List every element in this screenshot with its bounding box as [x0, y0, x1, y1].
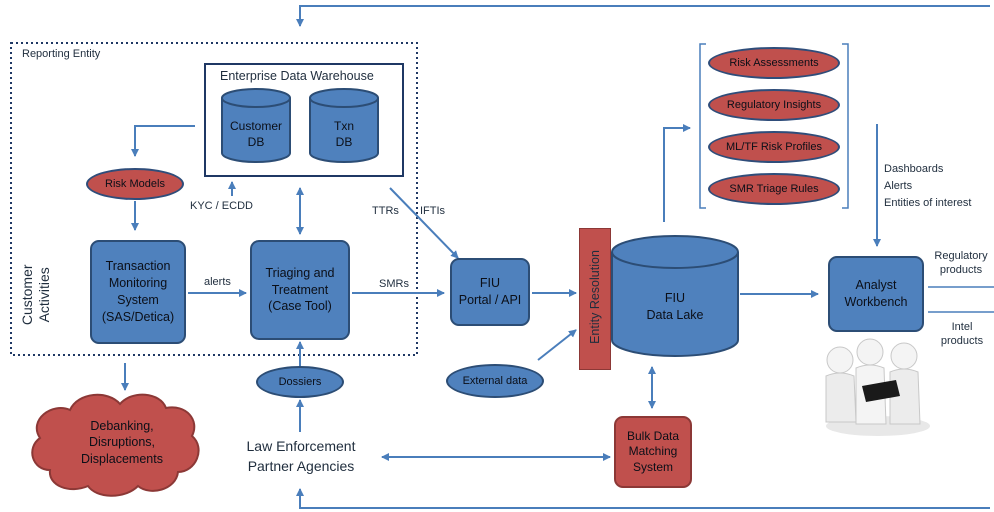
- bulk-data-matching-box: Bulk Data Matching System: [614, 416, 692, 488]
- analyst-workbench-box: Analyst Workbench: [828, 256, 924, 332]
- entity-resolution-bar: [579, 228, 611, 370]
- ml-tf-risk-profiles-ellipse: ML/TF Risk Profiles: [708, 131, 840, 163]
- dossiers-ellipse: Dossiers: [256, 366, 344, 398]
- smr-triage-rules-ellipse: SMR Triage Rules: [708, 173, 840, 205]
- output-entities-of-interest: Entities of interest: [884, 197, 972, 209]
- analysts-people-icon: [825, 338, 930, 436]
- customer-db-label: Customer DB: [229, 119, 282, 150]
- external-to-er-arrow: [537, 329, 577, 361]
- entity-resolution-label: Entity Resolution: [588, 250, 602, 344]
- ttrs-label: TTRs: [372, 205, 399, 217]
- fiu-portal-box: FIU Portal / API: [450, 258, 530, 326]
- lake-to-products-line: [663, 124, 691, 222]
- customer-activities-label: Customer Activities: [19, 264, 52, 326]
- risk-assessments-ellipse: Risk Assessments: [708, 47, 840, 79]
- intel-products-label: Intel products: [940, 321, 984, 347]
- txn-db-cylinder: [309, 88, 379, 163]
- external-data-ellipse: External data: [446, 364, 544, 398]
- reporting-entity-label: Reporting Entity: [22, 48, 101, 60]
- transaction-monitoring-box: Transaction Monitoring System (SAS/Detic…: [90, 240, 186, 344]
- edw-to-risk-models-line: [131, 125, 195, 157]
- regulatory-insights-ellipse: Regulatory Insights: [708, 89, 840, 121]
- smrs-label: SMRs: [379, 278, 409, 290]
- alerts-label: alerts: [204, 276, 231, 288]
- top-feedback-line: [296, 5, 990, 27]
- law-enforcement-label: Law Enforcement Partner Agencies: [246, 438, 356, 475]
- output-alerts: Alerts: [884, 180, 913, 192]
- risk-models-ellipse: Risk Models: [86, 168, 184, 200]
- triage-box: Triaging and Treatment (Case Tool): [250, 240, 350, 340]
- fiu-data-lake-cylinder: [611, 235, 739, 357]
- edw-title: Enterprise Data Warehouse: [220, 69, 374, 83]
- regulatory-products-label: Regulatory products: [934, 250, 988, 276]
- customer-db-cylinder: [221, 88, 291, 163]
- txn-db-label: Txn DB: [333, 119, 354, 150]
- output-dashboards: Dashboards: [884, 163, 944, 175]
- fiu-data-lake-label: FIU Data Lake: [646, 291, 704, 322]
- products-bracket: [699, 43, 849, 209]
- bottom-feedback-line: [296, 488, 990, 509]
- debanking-cloud: [31, 393, 200, 497]
- reporting-entity-boundary: [10, 42, 418, 356]
- ttrs-arrow: [389, 187, 459, 259]
- kyc-ecdd-label: KYC / ECDD: [190, 200, 253, 212]
- iftis-label: IFTIs: [420, 205, 446, 217]
- debanking-label: Debanking, Disruptions, Displacements: [81, 419, 163, 466]
